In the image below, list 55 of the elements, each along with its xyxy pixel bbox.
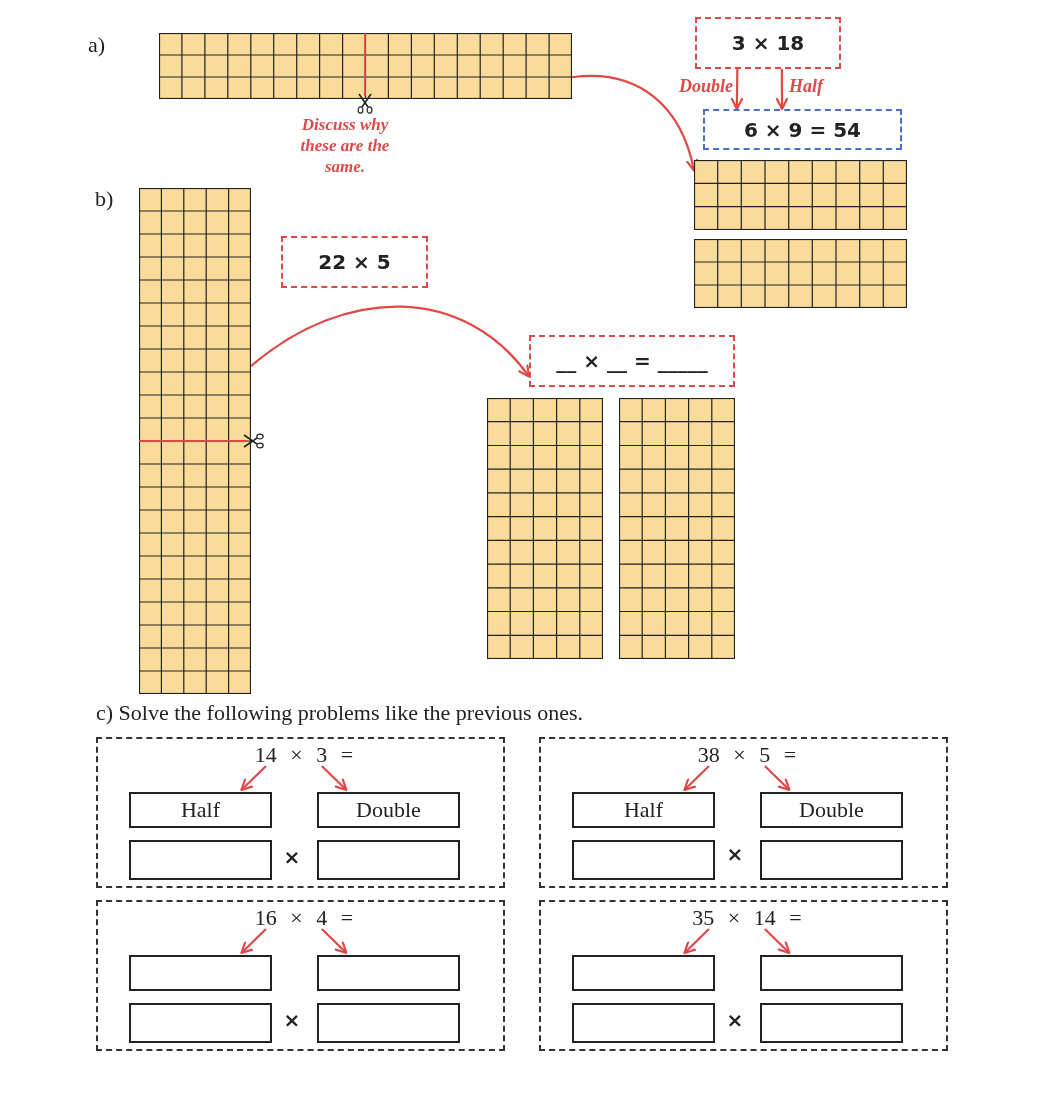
square-grid [159, 33, 572, 99]
dashed-panel [539, 900, 948, 1051]
square-grid [487, 398, 603, 659]
answer-box [317, 1003, 460, 1043]
multiply-sign: × [282, 845, 302, 869]
answer-box [129, 1003, 272, 1043]
dashed-panel [96, 900, 505, 1051]
answer-box [317, 840, 460, 880]
equation-text: 35 × 14 = [681, 905, 813, 931]
label-box: Double [317, 792, 460, 828]
equation-text: 38 × 5 = [681, 742, 813, 768]
answer-box [572, 840, 715, 880]
label-box: Half [129, 792, 272, 828]
answer-box [317, 955, 460, 991]
answer-box [129, 955, 272, 991]
equation-text: 16 × 4 = [238, 905, 370, 931]
arrow [240, 765, 267, 792]
note-text: Discuss why these are the same. [299, 114, 391, 177]
arrow [683, 765, 710, 792]
answer-box [760, 955, 903, 991]
square-grid [694, 239, 907, 308]
equation-box: 6 × 9 = 54 [703, 109, 902, 150]
label-box: Double [760, 792, 903, 828]
dashed-panel [539, 737, 948, 888]
edge-label: Half [789, 76, 823, 97]
answer-box [572, 1003, 715, 1043]
arrow [321, 765, 348, 792]
arrow [764, 928, 791, 955]
multiply-sign: × [725, 842, 745, 866]
section-label: a) [88, 32, 106, 58]
equation-text: 14 × 3 = [238, 742, 370, 768]
arrow [730, 69, 744, 111]
arrow [764, 765, 791, 792]
square-grid [139, 188, 251, 694]
equation-box: 3 × 18 [695, 17, 841, 69]
equation-box: 22 × 5 [281, 236, 428, 288]
arrow [250, 305, 531, 378]
arrow [775, 69, 789, 111]
arrow [240, 928, 267, 955]
multiply-sign: × [725, 1008, 745, 1032]
arrow [321, 928, 348, 955]
answer-box [129, 840, 272, 880]
answer-box [760, 1003, 903, 1043]
label-box: Half [572, 792, 715, 828]
square-grid [619, 398, 735, 659]
arrow [683, 928, 710, 955]
edge-label: Double [679, 76, 733, 97]
answer-box [760, 840, 903, 880]
square-grid [694, 160, 907, 230]
multiply-sign: × [282, 1008, 302, 1032]
answer-box [572, 955, 715, 991]
equation-box: __ × __ = _____ [529, 335, 735, 387]
section-label: c) Solve the following problems like the previous ones. [96, 700, 583, 726]
section-label: b) [95, 186, 114, 212]
dashed-panel [96, 737, 505, 888]
